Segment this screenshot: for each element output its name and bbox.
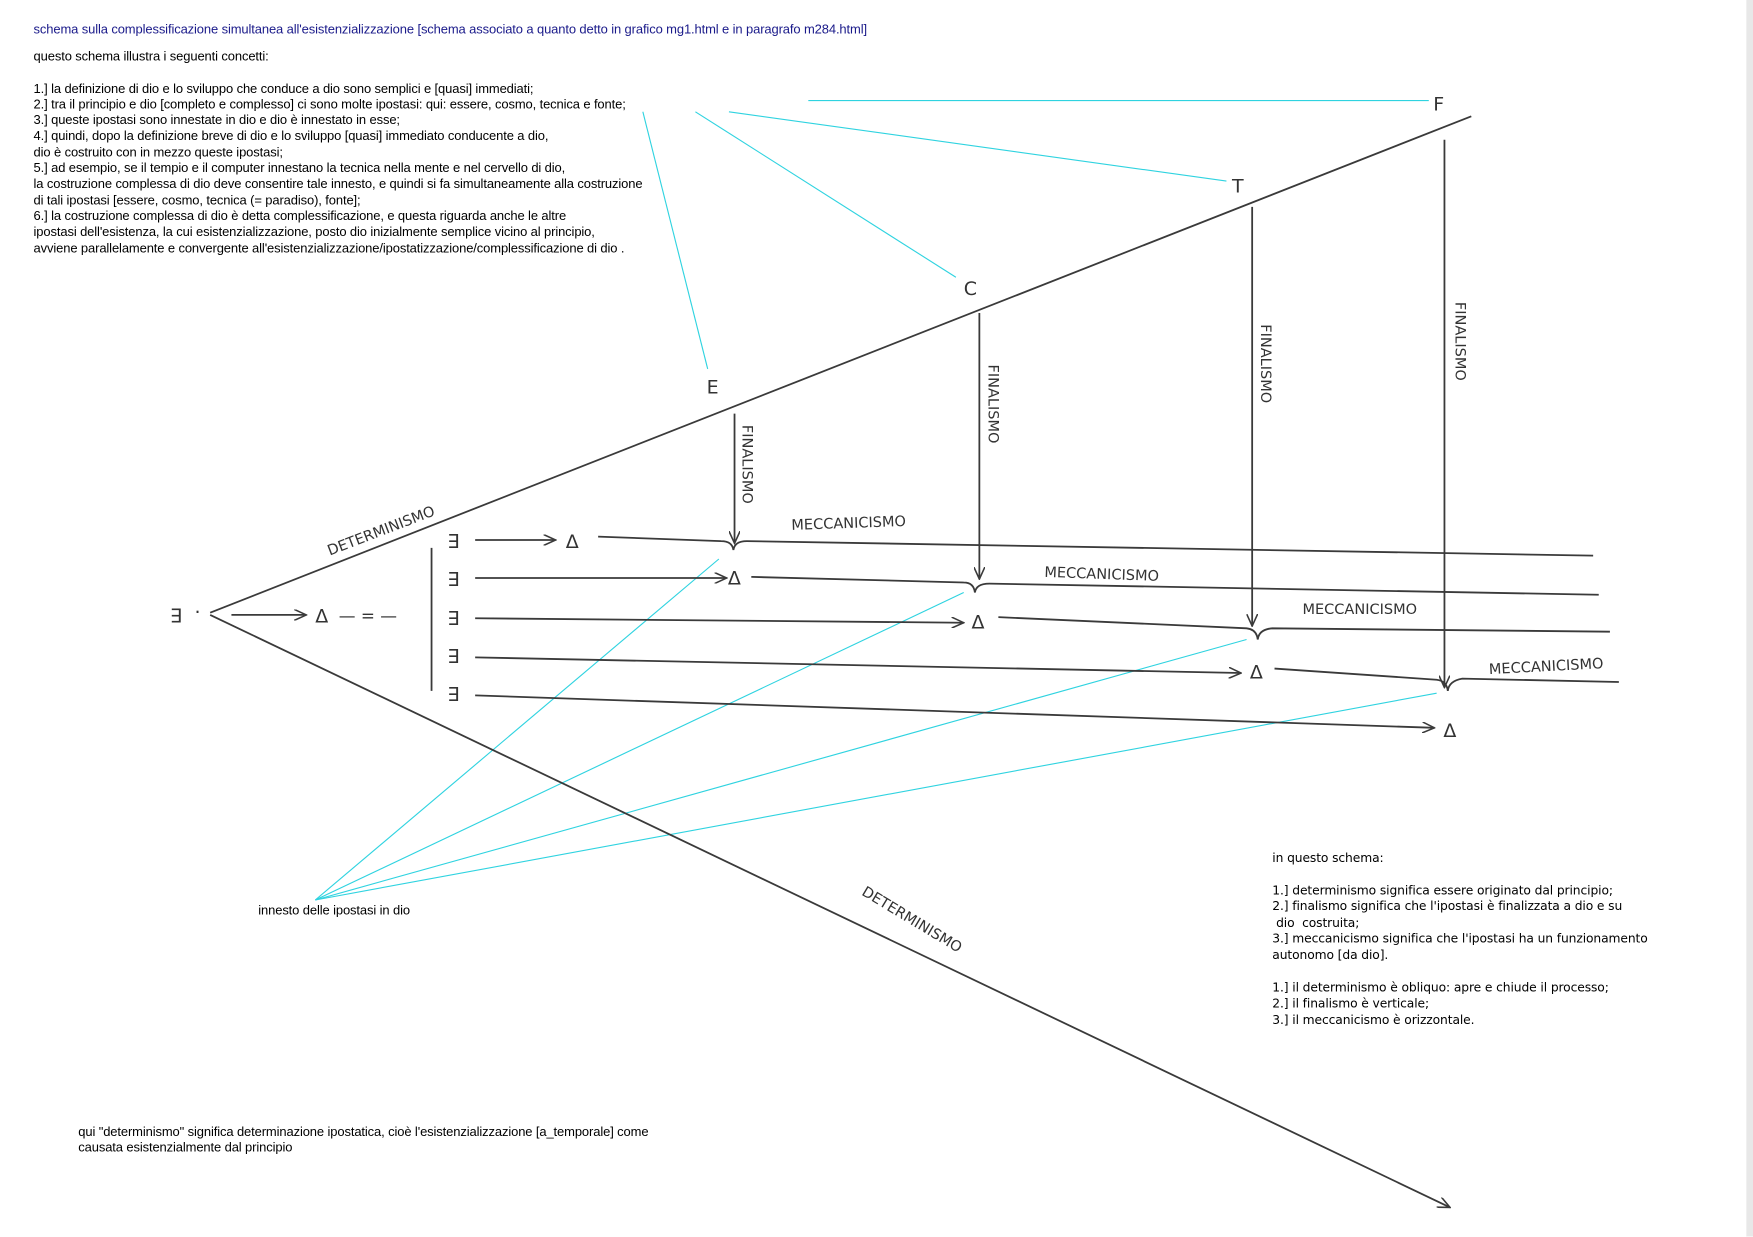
intro-line: la costruzione complessa di dio deve con… [33, 177, 643, 192]
legend-line: 1.] determinismo significa essere origin… [1272, 882, 1613, 898]
link-tecnica [728, 111, 1227, 182]
intro-line: 4.] quindi, dopo la definizione breve di… [33, 129, 549, 144]
finalismo-label-c: FINALISMO [984, 364, 1000, 443]
hypostasis-f: F [1433, 94, 1444, 116]
legend-line: 2.] il finalismo è verticale; [1272, 996, 1429, 1011]
principle-dot: · [195, 601, 201, 623]
finalismo-label-t: FINALISMO [1257, 324, 1273, 403]
legend-text: in questo schema: 1.] determinismo signif… [1272, 851, 1647, 1029]
legend-line: 3.] meccanicismo significa che l'ipostas… [1272, 931, 1648, 947]
determinismo-upper-line [209, 115, 1472, 614]
finalismo-label-f: FINALISMO [1452, 302, 1468, 381]
note-line: qui "determinismo" significa determinazi… [78, 1124, 649, 1140]
innesto-line-f [315, 692, 1437, 901]
god-2: Δ [728, 568, 741, 590]
intro-line: 1.] la definizione di dio e lo sviluppo … [33, 81, 534, 96]
exist-1: ∃ [447, 531, 459, 553]
row1-line [598, 535, 1594, 557]
meccanicismo-label-3: MECCANICISMO [1302, 602, 1417, 618]
intro-line: 2.] tra il principio e dio [completo e c… [33, 97, 626, 112]
row5-line [475, 694, 1434, 727]
god-1: Δ [566, 531, 579, 553]
determinismo-upper-label: DETERMINISMO [326, 504, 438, 560]
intro-text: questo schema illustra i seguenti concet… [34, 49, 643, 257]
hypostasis-c: C [964, 278, 977, 300]
hypostasis-t: T [1231, 175, 1244, 197]
innesto-line-e [314, 558, 720, 901]
legend-line: 1.] il determinismo è obliquo: apre e ch… [1272, 980, 1609, 995]
exist-3: ∃ [447, 608, 459, 630]
innesto-line-t [315, 638, 1247, 901]
page-title: schema sulla complessificazione simultan… [33, 22, 868, 37]
exist-5: ∃ [447, 684, 459, 706]
first-god: Δ [315, 606, 328, 628]
legend-line: autonomo [da dio]. [1272, 947, 1389, 963]
god-3: Δ [972, 611, 985, 633]
principle-symbol: ∃ [170, 606, 182, 628]
row3-line [998, 616, 1610, 640]
intro-line: 3.] queste ipostasi sono innestate in di… [33, 113, 401, 128]
dashes: — = — [339, 606, 397, 626]
link-essere [642, 111, 709, 370]
god-5: Δ [1443, 720, 1456, 742]
intro-line: 6.] la costruzione complessa di dio è de… [33, 209, 567, 224]
intro-line: questo schema illustra i seguenti concet… [33, 49, 269, 64]
legend-line: dio costruita; [1272, 915, 1360, 930]
determinismo-lower-line [209, 614, 1450, 1208]
innesto-line-c [315, 592, 964, 901]
legend-line: 2.] finalismo significa che l'ipostasi è… [1272, 899, 1623, 914]
god-4: Δ [1250, 662, 1263, 684]
legend-line: 3.] il meccanicismo è orizzontale. [1272, 1012, 1475, 1027]
row2-line [751, 575, 1599, 596]
exist-2: ∃ [447, 569, 459, 591]
determinismo-note: qui "determinismo" significa determinazi… [78, 1125, 648, 1157]
intro-line: dio è costruito con in mezzo queste ipos… [33, 145, 283, 160]
intro-line: ipostasi dell'esistenza, la cui esistenz… [33, 225, 595, 240]
intro-line: avviene parallelamente e convergente all… [33, 240, 625, 256]
note-line: causata esistenzialmente dal principio [78, 1140, 293, 1156]
legend-line: in questo schema: [1272, 850, 1384, 866]
finalismo-label-e: FINALISMO [738, 425, 754, 504]
meccanicismo-label-1: MECCANICISMO [791, 514, 906, 534]
intro-line: di tali ipostasi [essere, cosmo, tecnica… [33, 193, 361, 208]
hypostasis-e: E [707, 377, 719, 399]
innesto-label: innesto delle ipostasi in dio [258, 903, 410, 918]
scan-edge [1746, 0, 1753, 1237]
determinismo-lower-label: DETERMINISMO [859, 884, 965, 956]
intro-line: 5.] ad esempio, se il tempio e il comput… [33, 161, 566, 176]
innesto-lines [314, 100, 1437, 901]
exist-4: ∃ [447, 646, 459, 668]
link-cosmo [695, 111, 957, 278]
meccanicismo-label-4: MECCANICISMO [1489, 656, 1604, 678]
meccanicismo-label-2: MECCANICISMO [1044, 565, 1159, 585]
